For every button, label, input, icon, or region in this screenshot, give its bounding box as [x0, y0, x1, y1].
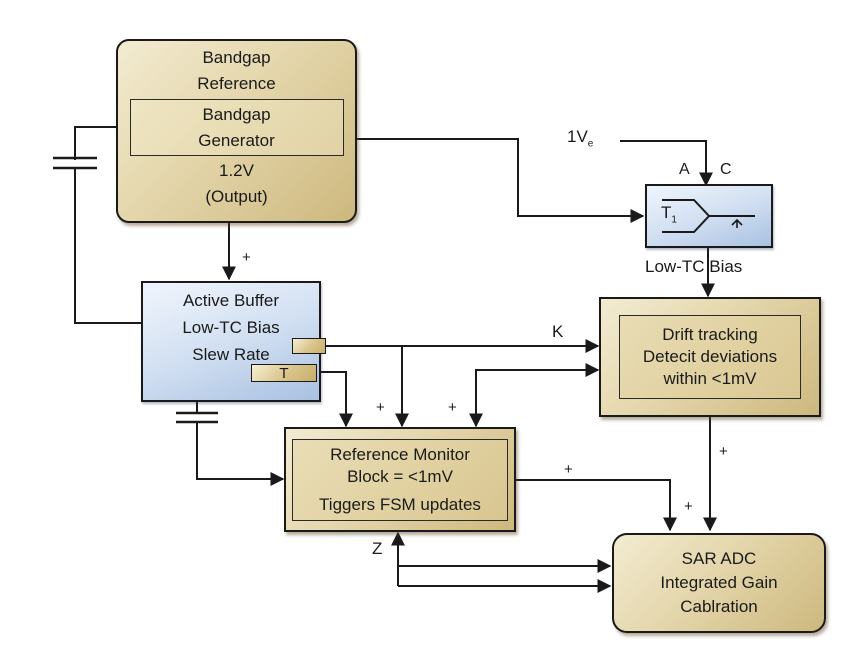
reference-monitor-inner: Reference Monitor Block = <1mV Tiggers F… [292, 438, 508, 521]
bandgap-output-voltage: 1.2V [219, 161, 254, 180]
wire-buffer-t-to-monitor [317, 371, 353, 428]
sar-adc-label-3: Cablration [680, 597, 758, 616]
port-a-label: A [679, 161, 690, 178]
low-tc-bias-block[interactable]: T1 [645, 184, 773, 248]
plus-sign-monitor-drift: + [448, 399, 457, 416]
buffer-port-t-label: T [279, 365, 289, 382]
sar-adc-label-1: SAR ADC [681, 549, 757, 568]
input-1ve-label: 1Ve [567, 127, 594, 150]
wire-drift-to-monitor [469, 363, 600, 428]
reference-monitor-label-1: Reference Monitor [330, 444, 470, 464]
signal-k-label: K [552, 322, 564, 341]
wire-bandgap-capacitor-top [74, 126, 118, 160]
drift-tracking-label-2: Detecit deviations [642, 347, 778, 366]
plus-sign-drift-output: + [719, 443, 728, 460]
wire-capacitor-buffer [74, 168, 142, 324]
wire-monitor-to-sar [515, 479, 677, 532]
plus-sign-monitor-k: + [376, 399, 385, 416]
drift-tracking-label-3: within <1mV [663, 369, 757, 388]
sar-adc-label-2: Integrated Gain [660, 573, 778, 592]
wire-1ve-input [620, 140, 713, 187]
wire-capacitor-to-monitor [196, 422, 285, 486]
bandgap-generator-block[interactable]: Bandgap Generator [129, 99, 344, 156]
reference-monitor-label-2: Block = <1mV [347, 466, 453, 486]
reference-monitor-label-3: Tiggers FSM updates [319, 494, 481, 514]
sar-adc-block[interactable]: SAR ADC Integrated Gain Cablration [612, 533, 826, 633]
plus-sign-monitor-output: + [564, 461, 573, 478]
drift-tracking-block[interactable]: Drift tracking Detecit deviations within… [599, 297, 821, 417]
drift-tracking-inner: Drift tracking Detecit deviations within… [619, 315, 801, 399]
bandgap-reference-title-1: Bandgap [202, 48, 271, 67]
wire-bandgap-to-lowtc [356, 138, 645, 223]
low-tc-bias-caption: Low-TC Bias [645, 257, 743, 276]
bandgap-reference-block[interactable]: Bandgap Reference Bandgap Generator 1.2V… [116, 39, 357, 223]
active-buffer-label-2: Low-TC Bias [182, 318, 280, 337]
reference-monitor-block[interactable]: Reference Monitor Block = <1mV Tiggers F… [284, 427, 516, 532]
active-buffer-label-3: Slew Rate [192, 345, 270, 364]
port-c-label: C [720, 161, 732, 178]
plus-sign-buffer-input: + [242, 249, 251, 266]
buffer-output-port-k[interactable] [292, 338, 326, 354]
bandgap-output-label: (Output) [205, 187, 268, 206]
plus-sign-sar-input: + [684, 498, 693, 515]
active-buffer-label-1: Active Buffer [182, 291, 280, 310]
comparator-t-label: T1 [661, 203, 677, 226]
drift-tracking-label-1: Drift tracking [662, 325, 758, 344]
bandgap-generator-label-2: Generator [198, 130, 275, 150]
buffer-output-port-t[interactable]: T [251, 364, 317, 382]
bandgap-generator-label-1: Bandgap [202, 104, 271, 124]
bandgap-reference-title-2: Reference [197, 74, 276, 93]
signal-z-label: Z [372, 539, 383, 558]
comparator-icon [662, 199, 755, 233]
